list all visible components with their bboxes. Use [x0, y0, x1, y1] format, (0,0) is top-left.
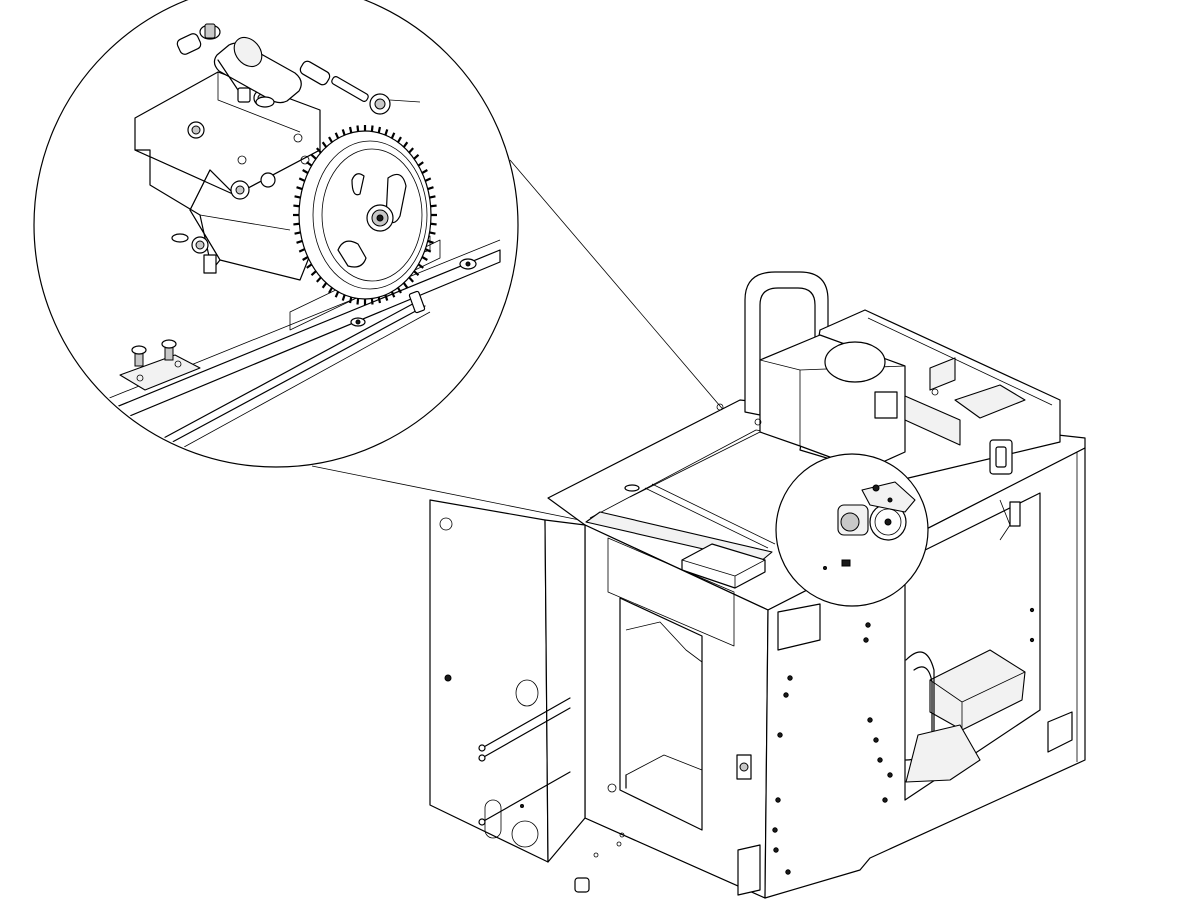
gear-tooth	[424, 177, 432, 182]
gear-tooth	[328, 287, 333, 294]
gear-tooth	[334, 291, 340, 298]
gear-tooth	[306, 263, 313, 269]
gear-tooth	[402, 141, 409, 148]
gear-tooth	[370, 298, 374, 305]
label-plate-2	[737, 844, 761, 896]
gear-tooth	[302, 169, 309, 174]
open-door	[429, 499, 586, 863]
gear-tooth	[402, 282, 409, 289]
duct-opening	[824, 341, 886, 383]
gear-tooth	[430, 204, 437, 208]
front-opening	[619, 597, 703, 831]
gear-tooth	[370, 125, 374, 132]
exhaust-tower	[716, 271, 1061, 481]
gear-tooth	[427, 186, 434, 191]
gear-tooth	[427, 239, 434, 244]
gear-tooth	[390, 291, 396, 298]
gear-tooth	[321, 282, 328, 289]
gear-tooth	[310, 153, 317, 160]
gear-tooth	[424, 248, 432, 253]
gear-tooth	[328, 136, 333, 143]
front-fastener-holes	[593, 783, 625, 858]
gear-tooth	[421, 256, 428, 261]
gear-tooth	[341, 129, 346, 136]
gear-tooth	[302, 256, 309, 261]
rail-bolts	[350, 258, 477, 327]
gear-tooth	[356, 125, 360, 132]
label-plate-3	[1047, 711, 1073, 753]
gear-tooth	[356, 298, 360, 305]
gear-tooth	[397, 287, 402, 294]
gear-tooth	[348, 296, 353, 304]
gear-tooth	[348, 126, 353, 134]
gear-tooth	[293, 204, 300, 208]
gear-tooth	[413, 270, 420, 277]
gear-tooth	[384, 129, 389, 136]
housing-label	[874, 391, 898, 419]
side-fastener-holes	[772, 607, 1035, 875]
fastener-plate	[119, 339, 201, 391]
gear-tooth	[384, 294, 389, 301]
gear-tooth	[408, 147, 414, 154]
drive-gear	[293, 125, 437, 305]
gear-tooth	[293, 222, 300, 226]
gear-tooth	[321, 141, 328, 148]
gear-tooth	[377, 126, 382, 134]
gear-tooth	[430, 222, 437, 226]
internal-assembly	[905, 499, 1026, 783]
gear-tooth	[306, 161, 313, 167]
gear-tooth	[377, 296, 382, 304]
drive-bracket	[134, 71, 321, 281]
gear-tooth	[408, 276, 414, 283]
caster-wheel	[574, 877, 590, 893]
gear-tooth	[298, 248, 306, 253]
gear-tooth	[334, 132, 340, 139]
gear-tooth	[429, 195, 436, 199]
gear-tooth	[429, 231, 436, 235]
gear-tooth	[316, 147, 322, 154]
gear-tooth	[417, 263, 424, 269]
pneumatic-cylinder	[176, 23, 421, 115]
gear-tooth	[421, 169, 428, 174]
detail-circle-large	[33, 0, 519, 468]
gear-tooth	[294, 195, 301, 199]
gear-tooth	[296, 239, 303, 244]
detail-circle-small	[775, 453, 929, 607]
label-plate-1	[777, 603, 821, 651]
gear-tooth	[296, 186, 303, 191]
gear-tooth	[298, 177, 306, 182]
gear-tooth	[397, 136, 402, 143]
gear-tooth	[413, 153, 420, 160]
side-opening	[904, 492, 1041, 801]
gear-tooth	[341, 294, 346, 301]
gear-tooth	[294, 231, 301, 235]
door-rods	[478, 697, 571, 826]
gear-tooth	[390, 132, 396, 139]
gear-tooth	[316, 276, 322, 283]
gear-tooth	[310, 270, 317, 277]
gear-tooth	[417, 161, 424, 167]
